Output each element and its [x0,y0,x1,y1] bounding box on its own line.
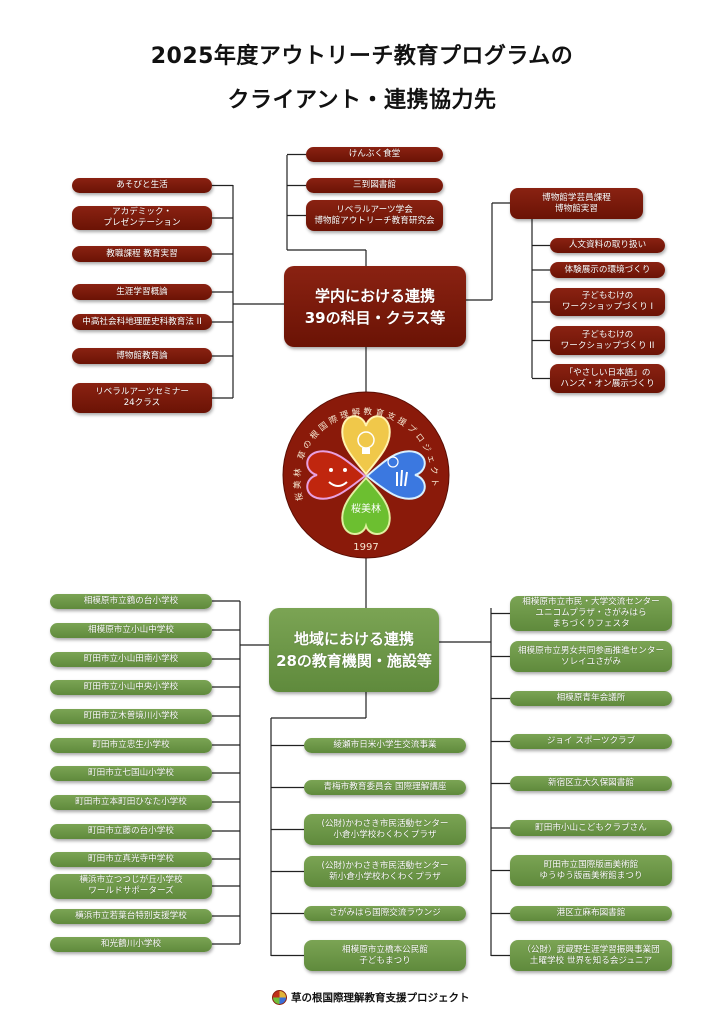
project-logo: 桜美林 草の根国際理解教育支援プロジェクト 桜美林 1997 [282,391,450,559]
community-middle-item: (公財)かわさき市民活動センター 小倉小学校わくわくプラザ [304,814,466,845]
campus-left-item: 博物館教育論 [72,348,212,364]
project-logo-icon [272,990,287,1005]
community-left-item: 町田市立小山中央小学校 [50,679,212,695]
community-middle-item: (公財)かわさき市民活動センター 新小倉小学校わくわくプラザ [304,856,466,887]
community-left-item: 横浜市立若葉台特別支援学校 [50,908,212,924]
community-left-item: 町田市立忠生小学校 [50,737,212,753]
community-middle-item: 青梅市教育委員会 国際理解講座 [304,780,466,795]
campus-left-item: リベラルアーツセミナー 24クラス [72,383,212,413]
campus-top-item: 三到図書館 [306,178,443,193]
campus-top-item: リベラルアーツ学会 博物館アウトリーチ教育研究会 [306,200,443,231]
community-middle-item: 綾瀬市日米小学生交流事業 [304,738,466,753]
community-left-item: 相模原市立小山中学校 [50,622,212,638]
logo-center-label: 桜美林 [351,502,381,515]
community-right-item: 相模原市立市民・大学交流センター ユニコムプラザ・さがみはら まちづくりフェスタ [510,596,672,631]
museum-course-box: 博物館学芸員課程 博物館実習 [510,188,643,219]
museum-sub-item: 子どもむけの ワークショップづくり I [550,288,665,316]
title-line-2: クライアント・連携協力先 [227,88,497,113]
museum-sub-item: 「やさしい日本語」の ハンズ・オン展示づくり [550,364,665,393]
community-hub-box: 地域における連携 28の教育機関・施設等 [269,608,439,692]
yellow-heart-lightbulb-icon [341,415,391,476]
campus-top-item: けんぶく食堂 [306,147,443,162]
community-middle-item: 相模原市立橋本公民館 子どもまつり [304,940,466,971]
logo-year: 1997 [353,542,378,553]
community-right-item: 町田市小山こどもクラブさん [510,820,672,836]
community-left-item: 相模原市立鶴の台小学校 [50,593,212,609]
community-right-item: （公財）武蔵野生涯学習振興事業団 土曜学校 世界を知る会ジュニア [510,940,672,971]
red-heart-smile-icon [306,450,367,500]
museum-sub-item: 子どもむけの ワークショップづくり II [550,326,665,355]
community-left-item: 町田市立本町田ひなた小学校 [50,794,212,810]
green-heart-icon: 桜美林 [341,476,391,535]
community-right-item: 相模原青年会議所 [510,691,672,706]
community-right-item: 町田市立国際版画美術館 ゆうゆう版画美術館まつり [510,855,672,886]
campus-left-item: 生涯学習概論 [72,284,212,300]
footer: 草の根国際理解教育支援プロジェクト [272,990,470,1005]
footer-text: 草の根国際理解教育支援プロジェクト [291,992,470,1004]
campus-left-item: アカデミック・ プレゼンテーション [72,206,212,230]
campus-left-item: 教職課程 教育実習 [72,246,212,262]
community-right-item: ジョイ スポーツクラブ [510,734,672,749]
community-right-item: 港区立麻布図書館 [510,906,672,921]
blue-heart-hand-icon [365,450,426,500]
community-left-item: 町田市立七国山小学校 [50,765,212,781]
title-line-1: 2025年度アウトリーチ教育プログラムの [150,44,574,69]
community-left-item: 町田市立木曽境川小学校 [50,708,212,724]
community-left-item: 町田市立真光寺中学校 [50,851,212,867]
campus-left-item: 中高社会科地理歴史科教育法 II [72,314,212,330]
museum-sub-item: 体験展示の環境づくり [550,262,665,278]
community-middle-item: さがみはら国際交流ラウンジ [304,906,466,921]
community-left-item: 横浜市立つつじが丘小学校 ワールドサポーターズ [50,873,212,899]
community-right-item: 相模原市立男女共同参画推進センター ソレイユさがみ [510,641,672,672]
museum-sub-item: 人文資料の取り扱い [550,238,665,253]
campus-hub-box: 学内における連携 39の科目・クラス等 [284,266,466,347]
campus-left-item: あそびと生活 [72,178,212,193]
community-left-item: 町田市立藤の台小学校 [50,823,212,839]
community-left-item: 町田市立小山田南小学校 [50,651,212,667]
community-left-item: 和光鶴川小学校 [50,936,212,952]
community-right-item: 新宿区立大久保図書館 [510,776,672,791]
